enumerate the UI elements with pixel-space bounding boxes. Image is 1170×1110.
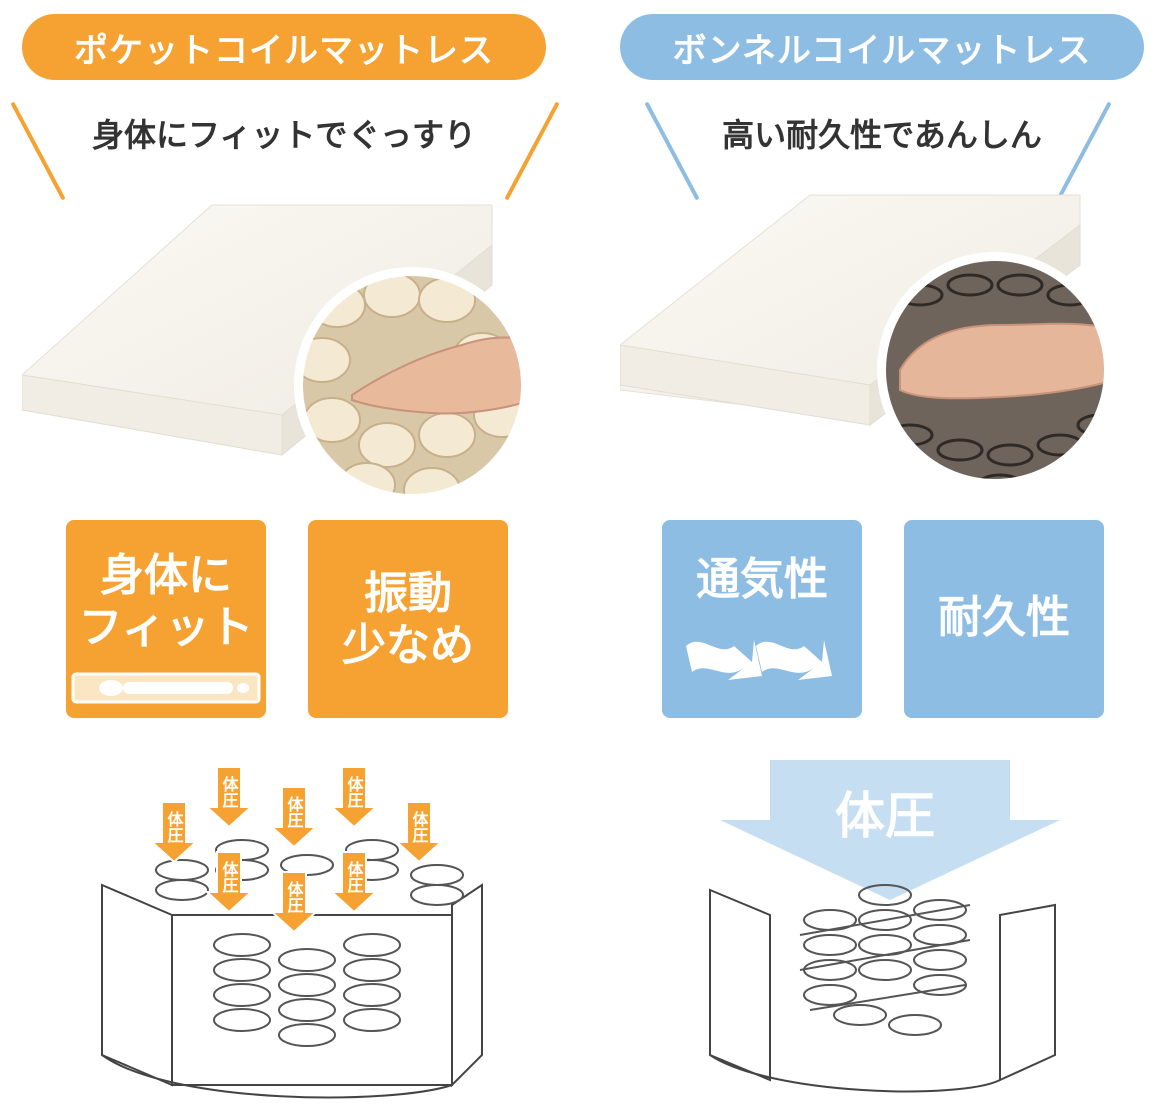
pressure-label: 体圧 bbox=[165, 810, 184, 844]
tile-body-fit: 身体に フィット bbox=[66, 520, 266, 718]
pocket-coil-title: ポケットコイルマットレス bbox=[22, 14, 546, 80]
pocket-mattress-image bbox=[22, 204, 530, 503]
pressure-label: 体圧 bbox=[835, 787, 935, 845]
sleeping-person-icon bbox=[71, 672, 261, 704]
pressure-label: 体圧 bbox=[410, 810, 429, 844]
airflow-arrows-icon bbox=[686, 640, 832, 680]
tile-body-fit-line1: 身体に bbox=[100, 550, 232, 601]
tile-durability-label: 耐久性 bbox=[938, 592, 1070, 643]
tile-low-vibration-line2: 少なめ bbox=[342, 620, 474, 671]
tile-low-vibration-line1: 振動 bbox=[364, 568, 452, 619]
pressure-label: 体圧 bbox=[345, 775, 364, 809]
pressure-label: 体圧 bbox=[285, 880, 304, 914]
bonnell-coil-illustration: 体圧 bbox=[709, 760, 1060, 1093]
pocket-coil-illustration: 体圧 体圧 体圧 体圧 体圧 体圧 体圧 体圧 bbox=[101, 766, 483, 1099]
bonnell-mattress-image bbox=[620, 194, 1113, 488]
tile-durability: 耐久性 bbox=[904, 520, 1104, 718]
tile-breathability-label: 通気性 bbox=[696, 554, 828, 605]
pocket-coil-subtitle: 身体にフィットでぐっすり bbox=[91, 116, 476, 154]
pressure-label: 体圧 bbox=[220, 775, 239, 809]
tile-low-vibration: 振動 少なめ bbox=[308, 520, 508, 718]
pressure-label: 体圧 bbox=[220, 860, 239, 894]
pressure-arrows bbox=[149, 766, 444, 934]
pressure-label: 体圧 bbox=[345, 860, 364, 894]
pocket-coil-column: ポケットコイルマットレス 身体にフィットでぐっすり bbox=[10, 0, 582, 1110]
pressure-label: 体圧 bbox=[285, 795, 304, 829]
tile-breathability: 通気性 bbox=[662, 520, 862, 718]
bonnell-coil-column: ボンネルコイルマットレス 高い耐久性であんしん bbox=[620, 0, 1170, 1110]
pressure-arrow bbox=[720, 760, 1060, 900]
bonnell-coil-title: ボンネルコイルマットレス bbox=[620, 14, 1144, 80]
bonnell-coil-subtitle: 高い耐久性であんしん bbox=[722, 116, 1042, 154]
tile-body-fit-line2: フィット bbox=[78, 602, 254, 653]
